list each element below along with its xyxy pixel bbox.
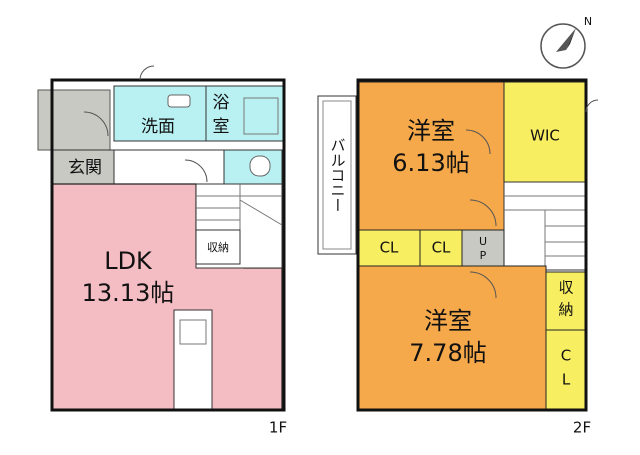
storage-1f-label: 収納 bbox=[207, 241, 229, 254]
bath-label-1: 浴 bbox=[213, 93, 230, 113]
storage-2f-room bbox=[545, 271, 587, 331]
balcony-label: バルコニー bbox=[329, 138, 347, 213]
closet-b-label: CL bbox=[432, 239, 451, 257]
door-arc bbox=[83, 111, 109, 137]
door-arc bbox=[184, 159, 208, 183]
up-area bbox=[461, 229, 505, 267]
floor-1: LDK 13.13帖 洗面 浴 室 玄関 収納 1F bbox=[37, 65, 287, 437]
compass-letter: N bbox=[584, 15, 592, 28]
floor-1-outline bbox=[50, 78, 286, 412]
balcony-area bbox=[317, 95, 357, 255]
door-arc bbox=[469, 271, 497, 299]
floor-2: 洋室 6.13帖 洋室 7.78帖 WIC CL CL U P 収 納 C L … bbox=[317, 78, 599, 437]
bath-label-2: 室 bbox=[213, 117, 230, 137]
balcony-rail bbox=[322, 100, 352, 250]
storage-2f-label-1: 収 bbox=[558, 279, 573, 297]
floor-2-label: 2F bbox=[573, 419, 591, 437]
sink-icon bbox=[167, 94, 191, 108]
room-1-label: 洋室 bbox=[407, 117, 455, 145]
wash-room bbox=[113, 85, 207, 142]
room-2-size: 7.78帖 bbox=[409, 339, 486, 367]
storage-1f-room bbox=[195, 229, 241, 265]
porch bbox=[37, 89, 111, 151]
ldk-label: LDK bbox=[104, 247, 153, 275]
bathtub bbox=[243, 97, 279, 135]
room-2 bbox=[357, 265, 547, 411]
ldk-size: 13.13帖 bbox=[82, 279, 175, 307]
up-label-1: U bbox=[479, 235, 487, 248]
kitchen-sink bbox=[179, 319, 207, 345]
closet-vertical-label-1: C bbox=[561, 347, 571, 365]
floor-1-label: 1F bbox=[269, 419, 287, 437]
closet-vertical bbox=[545, 329, 587, 411]
door-arc bbox=[585, 99, 599, 113]
room-1-size: 6.13帖 bbox=[392, 149, 469, 177]
wic-label: WIC bbox=[530, 127, 560, 145]
closet-a-label: CL bbox=[380, 239, 399, 257]
door-arc bbox=[465, 129, 491, 155]
entrance-label: 玄関 bbox=[68, 158, 102, 178]
toilet-icon bbox=[249, 155, 271, 177]
door-arc bbox=[139, 65, 155, 81]
compass-icon: N bbox=[540, 15, 592, 69]
up-label-2: P bbox=[480, 249, 487, 262]
door-arc bbox=[469, 199, 497, 227]
storage-2f-label-2: 納 bbox=[558, 301, 573, 319]
wash-label: 洗面 bbox=[141, 117, 175, 137]
room-1 bbox=[357, 81, 505, 231]
closet-vertical-label-2: L bbox=[562, 371, 571, 389]
hall-room bbox=[113, 149, 225, 185]
room-2-label: 洋室 bbox=[424, 307, 472, 335]
entrance-room bbox=[51, 149, 115, 185]
floor-2-outline bbox=[356, 78, 588, 412]
wic-room bbox=[503, 81, 587, 183]
bath-room bbox=[205, 85, 285, 142]
